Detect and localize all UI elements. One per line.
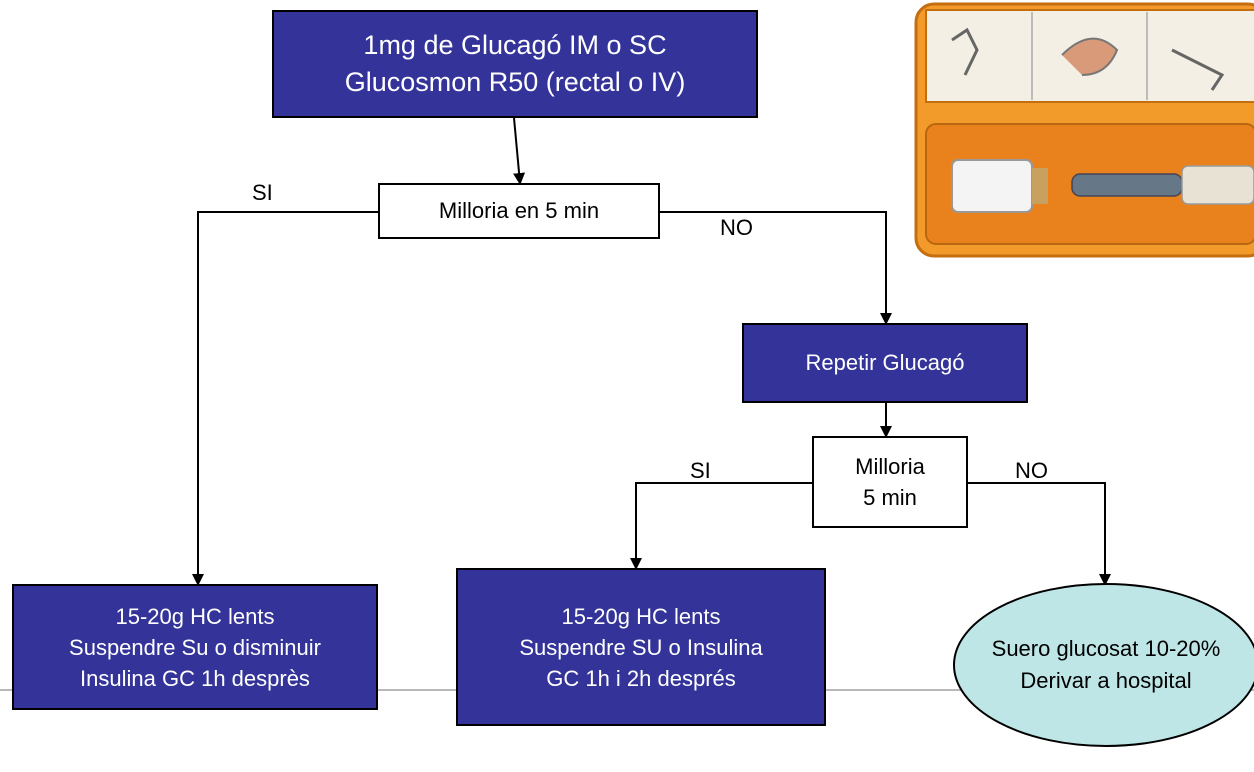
check2-box: Milloria 5 min bbox=[812, 436, 968, 528]
edge-label-no-2: NO bbox=[1015, 458, 1048, 483]
hospital-ellipse bbox=[953, 583, 1254, 747]
hospital-label: Suero glucosat 10-20% Derivar a hospital bbox=[991, 636, 1221, 693]
edge-label-si-2: SI bbox=[690, 458, 711, 483]
edge-label-no-1: NO bbox=[720, 215, 753, 240]
left-outcome-box: 15-20g HC lents Suspendre Su o disminuir… bbox=[12, 584, 378, 710]
edge-label-si-1: SI bbox=[252, 180, 273, 205]
arrow-start-to-check1 bbox=[513, 117, 526, 185]
start-box: 1mg de Glucagó IM o SC Glucosmon R50 (re… bbox=[272, 10, 758, 118]
arrow-check2-no bbox=[968, 482, 1111, 586]
check1-box: Milloria en 5 min bbox=[378, 183, 660, 239]
arrow-check1-no bbox=[660, 211, 892, 325]
glucagon-kit-photo bbox=[914, 2, 1254, 258]
arrow-check2-si bbox=[630, 482, 812, 570]
repeat-box: Repetir Glucagó bbox=[742, 323, 1028, 403]
arrow-check1-si bbox=[192, 211, 378, 586]
mid-outcome-box: 15-20g HC lents Suspendre SU o Insulina … bbox=[456, 568, 826, 726]
